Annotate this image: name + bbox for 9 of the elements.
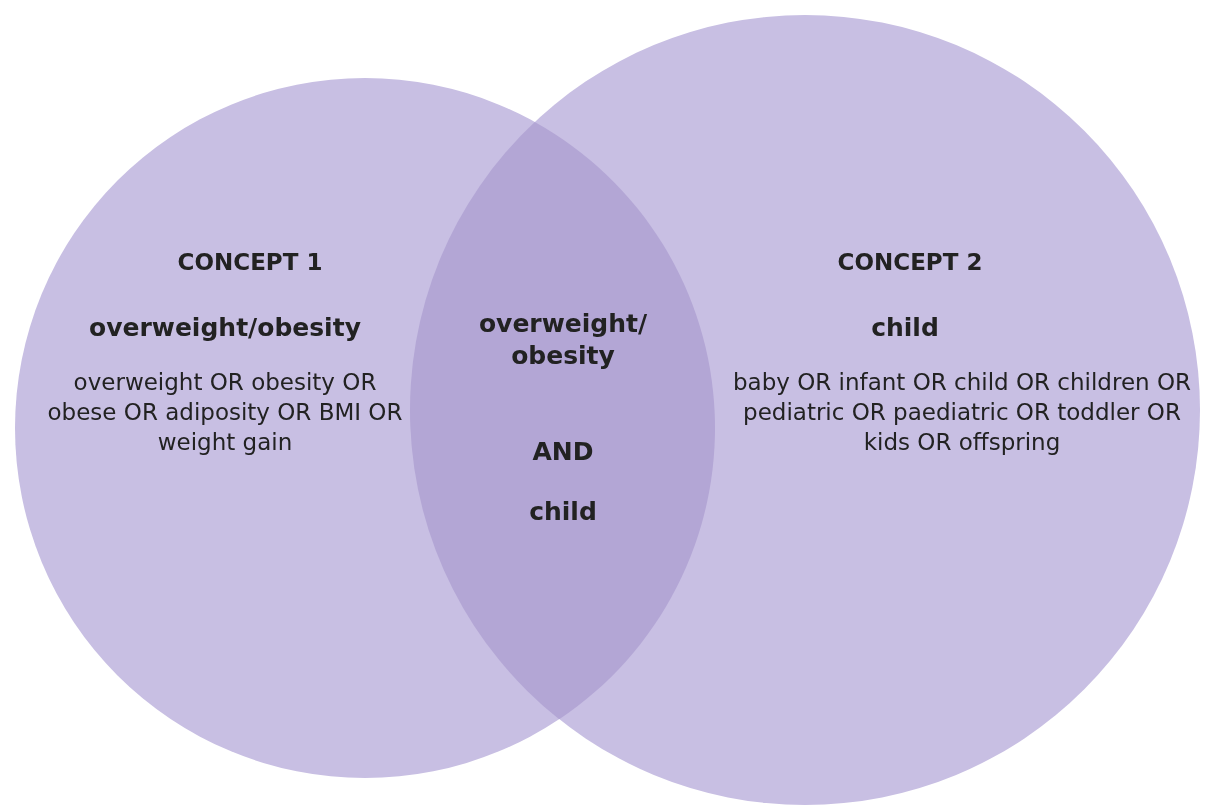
term-heading: child	[528, 496, 598, 528]
term-heading: overweight/obesity	[88, 312, 362, 344]
term-heading: child	[870, 312, 940, 344]
concept-heading: CONCEPT 2	[836, 248, 984, 277]
search-terms-text: overweight OR obesity OR obese OR adiposity OR BMI OR weight gain	[46, 368, 404, 457]
search-terms-text: baby OR infant OR child OR children OR pediatric OR paediatric OR toddler OR kids OR offspring	[731, 368, 1193, 457]
operator-text: AND	[531, 436, 595, 468]
concept-heading: CONCEPT 1	[176, 248, 324, 277]
term-heading: overweight/ obesity	[477, 308, 649, 373]
